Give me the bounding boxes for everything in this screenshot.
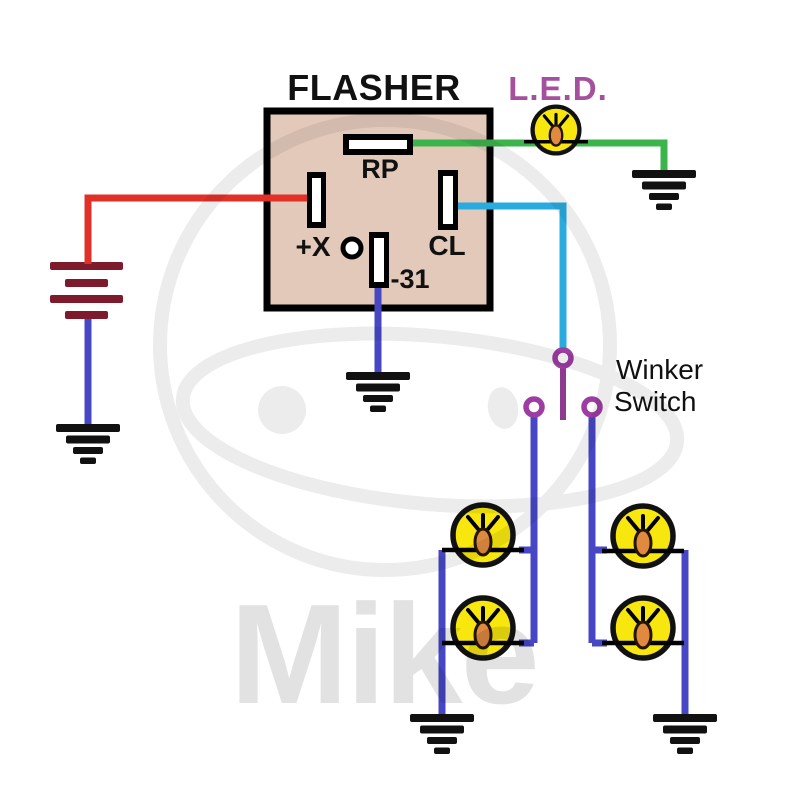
terminal-minus-31-pin	[369, 232, 389, 288]
terminal-rp-pin	[343, 134, 413, 155]
terminal-cl-pin	[438, 170, 458, 230]
ground-led	[632, 170, 696, 210]
winker-switch-label-line2: Switch	[614, 386, 696, 417]
winker-switch	[526, 350, 600, 420]
bulb-right-bottom	[602, 598, 684, 658]
battery	[50, 262, 123, 319]
terminal-cl-label: CL	[428, 230, 465, 261]
relay-mount-hole	[340, 236, 364, 260]
switch-common-contact	[555, 350, 571, 366]
ground-right-bulbs	[653, 714, 717, 754]
switch-left-contact	[526, 399, 542, 415]
bulb-left-top	[442, 505, 524, 565]
terminal-minus-31-label: -31	[390, 264, 429, 294]
terminal-rp-label: RP	[361, 154, 399, 184]
terminal-plus-x-label: +X	[295, 231, 330, 262]
ground-battery	[56, 424, 120, 464]
bulb-left-bottom	[442, 598, 524, 658]
led-label: L.E.D.	[508, 70, 608, 107]
terminal-plus-x-pin	[307, 172, 326, 228]
ground-minus31	[346, 372, 410, 412]
switch-right-contact	[584, 399, 600, 415]
ground-left-bulbs	[410, 714, 474, 754]
bulb-right-top	[602, 506, 684, 566]
relay-title: FLASHER	[287, 67, 461, 108]
winker-switch-label-line1: Winker	[616, 354, 703, 385]
